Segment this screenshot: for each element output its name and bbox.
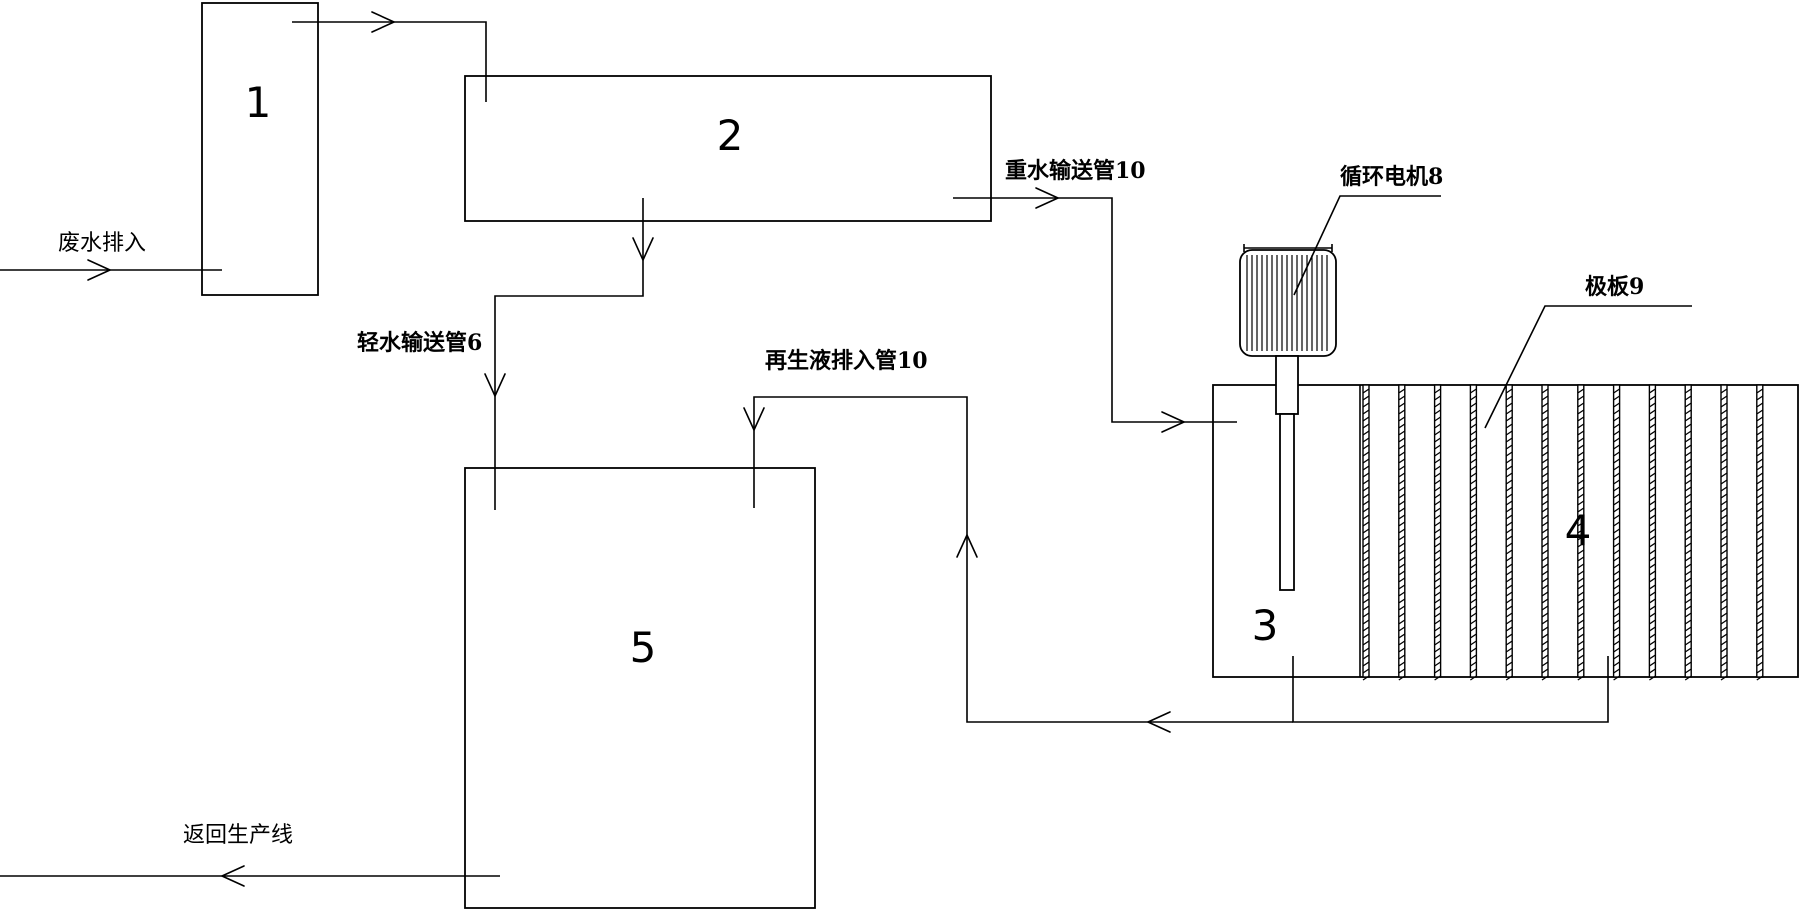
return-line-label: 返回生产线 — [183, 823, 293, 848]
electrode-plate — [1684, 384, 1692, 681]
unit-2-number: 2 — [717, 111, 744, 160]
regen-inlet-pipe — [753, 396, 1293, 723]
unit-1-box — [201, 2, 319, 296]
pipe-1-to-2-arrow — [371, 11, 395, 33]
plate-label: 极板9 — [1585, 274, 1644, 300]
unit-5-number: 5 — [630, 623, 657, 672]
motor-label: 循环电机8 — [1340, 164, 1443, 190]
regen-pipe-label: 再生液排入管10 — [765, 348, 928, 374]
electrode-plate — [1541, 384, 1549, 681]
electrode-plate — [1612, 384, 1621, 681]
light-water-pipe — [494, 198, 644, 510]
light-water-pipe-arrow-2 — [484, 373, 506, 397]
regen-pipe-arrow-1 — [1147, 711, 1171, 733]
regen-pipe-arrow-3 — [743, 407, 765, 431]
electrode-plate — [1362, 384, 1370, 681]
return-line-arrow — [221, 865, 245, 887]
electrode-plate — [1756, 384, 1764, 681]
electrode-plate — [1433, 384, 1442, 681]
unit-4-number: 4 — [1565, 506, 1592, 555]
motor-leader-line — [1293, 195, 1441, 296]
unit-3-number: 3 — [1252, 601, 1279, 650]
plate-leader-line — [1484, 305, 1692, 429]
heavy-water-pipe — [953, 197, 1237, 423]
electrode-plate — [1469, 384, 1478, 681]
electrode-plate — [1648, 384, 1657, 681]
heavy-water-pipe-arrow-2 — [1161, 411, 1185, 433]
regen-pipe-arrow-2 — [956, 534, 978, 558]
circulation-motor — [1239, 244, 1337, 591]
unit-5-box — [464, 467, 816, 909]
unit-2-box — [464, 75, 992, 222]
electrode-plate — [1577, 384, 1585, 681]
heavy-water-pipe-label: 重水输送管10 — [1005, 158, 1146, 184]
wastewater-inlet-label: 废水排入 — [58, 231, 146, 256]
electrode-plate — [1720, 384, 1728, 681]
electrode-plates — [1362, 384, 1764, 681]
light-water-pipe-label: 轻水输送管6 — [357, 330, 482, 356]
pipe-1-to-2 — [292, 21, 487, 102]
light-water-pipe-arrow-1 — [632, 237, 654, 261]
wastewater-inlet-arrow — [87, 259, 111, 281]
electrode-plate — [1398, 384, 1406, 681]
unit-1-number: 1 — [245, 78, 272, 127]
regen-return-pipe — [1292, 656, 1609, 723]
heavy-water-pipe-arrow-1 — [1035, 187, 1059, 209]
electrode-plate — [1505, 384, 1513, 681]
